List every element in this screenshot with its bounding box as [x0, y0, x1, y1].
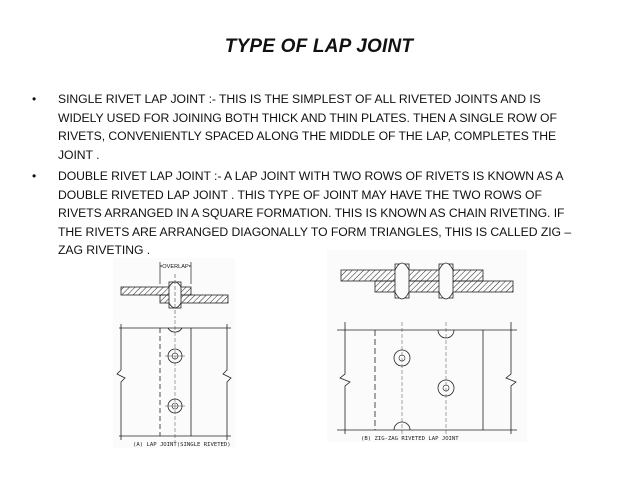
bullet-single-rivet: • SINGLE RIVET LAP JOINT :- THIS IS THE … [32, 90, 588, 164]
slide-title: TYPE OF LAP JOINT [224, 36, 414, 57]
bullet-marker: • [32, 169, 37, 183]
figure-b-caption: (B) ZIG-ZAG RIVETED LAP JOINT [361, 436, 459, 442]
overlap-label: OVERLAP [162, 264, 189, 270]
bullet-text: DOUBLE RIVET LAP JOINT :- A LAP JOINT WI… [58, 169, 572, 257]
bullet-double-rivet: • DOUBLE RIVET LAP JOINT :- A LAP JOINT … [32, 167, 588, 260]
bullet-list: • SINGLE RIVET LAP JOINT :- THIS IS THE … [32, 90, 588, 263]
bullet-text: SINGLE RIVET LAP JOINT :- THIS IS THE SI… [58, 92, 557, 162]
figure-single-riveted-lap-joint: OVERLAP (A) LAP JOINT(SINGLE RIVETED) [113, 258, 235, 448]
figure-zigzag-riveted-lap-joint: (B) ZIG-ZAG RIVETED LAP JOINT [327, 250, 527, 442]
single-riveted-drawing: OVERLAP (A) LAP JOINT(SINGLE RIVETED) [116, 262, 232, 448]
figure-a-caption: (A) LAP JOINT(SINGLE RIVETED) [133, 442, 231, 448]
bullet-marker: • [32, 92, 37, 106]
zigzag-riveted-drawing: (B) ZIG-ZAG RIVETED LAP JOINT [337, 262, 517, 442]
